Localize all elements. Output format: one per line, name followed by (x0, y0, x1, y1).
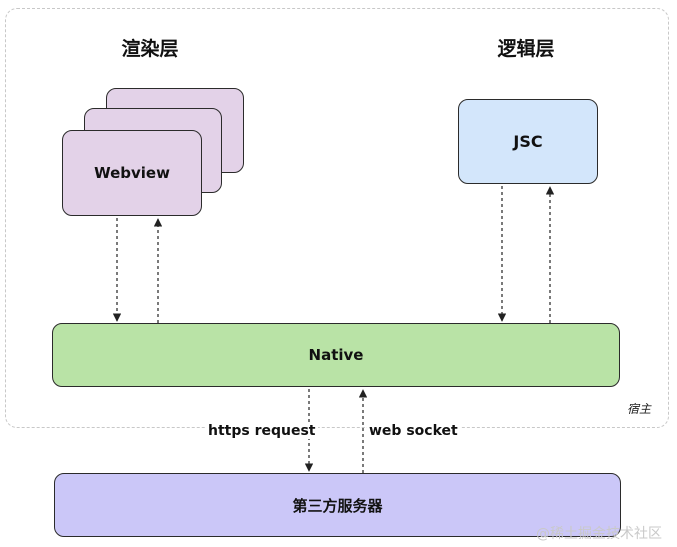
webview-node: Webview (62, 130, 202, 216)
https-request-label: https request (206, 423, 318, 439)
native-label: Native (308, 346, 364, 364)
watermark: @稀土掘金技术社区 (536, 526, 662, 542)
host-label: 宿主 (627, 402, 652, 416)
jsc-label: JSC (513, 132, 543, 151)
render-layer-heading: 渲染层 (121, 38, 179, 60)
web-socket-label: web socket (367, 423, 460, 439)
third-party-server-node: 第三方服务器 (54, 473, 621, 537)
native-node: Native (52, 323, 620, 387)
webview-label: Webview (94, 164, 170, 182)
logic-layer-heading: 逻辑层 (497, 38, 555, 60)
jsc-node: JSC (458, 99, 598, 184)
server-label: 第三方服务器 (292, 496, 383, 515)
host-boundary (5, 8, 669, 428)
